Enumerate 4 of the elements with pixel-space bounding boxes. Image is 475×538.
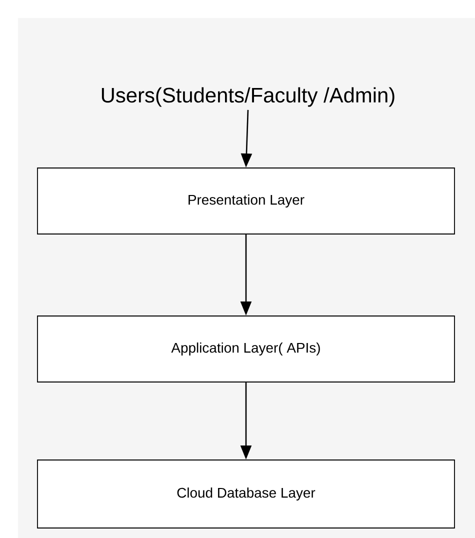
layer-box: Cloud Database Layer xyxy=(37,460,455,528)
layer-box: Application Layer( APIs) xyxy=(37,316,455,382)
layer-box: Presentation Layer xyxy=(37,168,455,234)
heading-text: Users(Students/Faculty /Admin) xyxy=(102,87,394,107)
